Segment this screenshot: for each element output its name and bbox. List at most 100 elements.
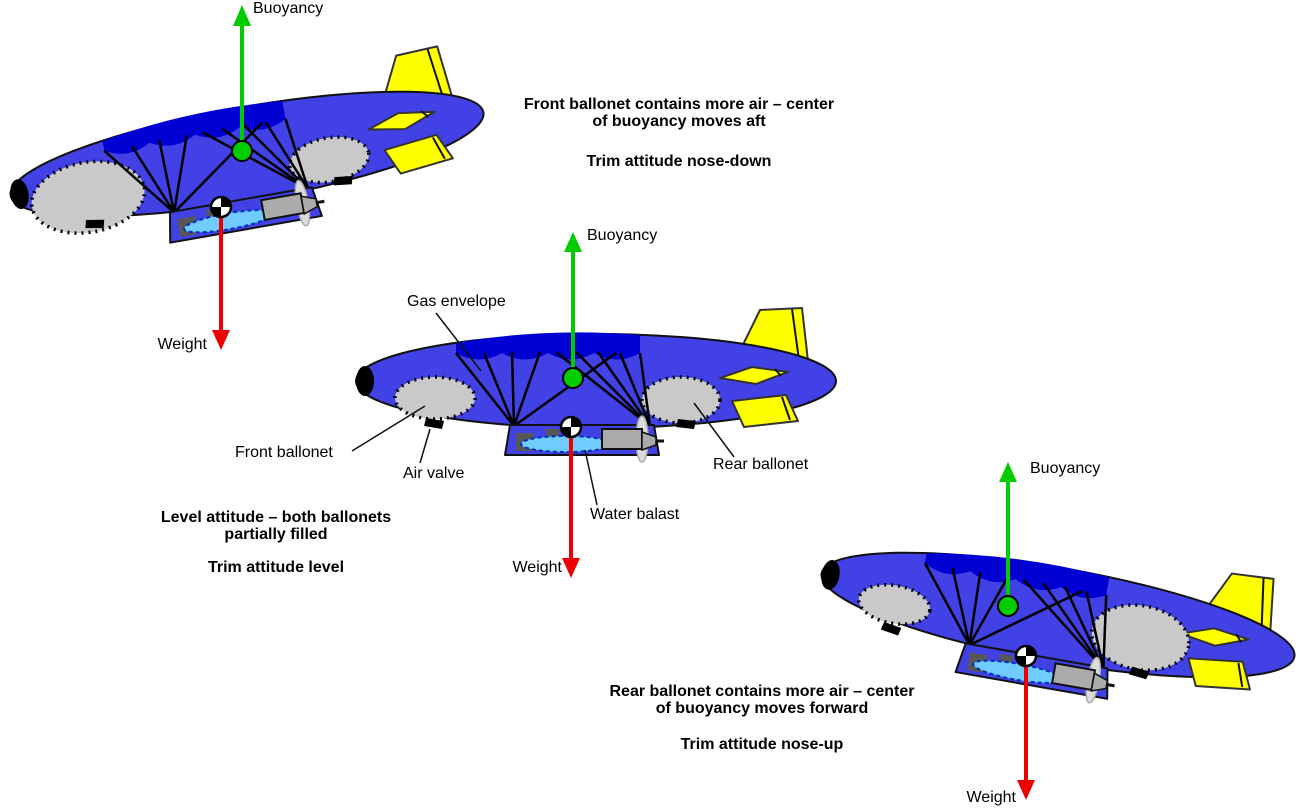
suspension-line <box>243 124 309 190</box>
blimp-nose-up <box>820 551 1296 704</box>
suspension-line <box>130 145 176 214</box>
weight-label: Weight <box>157 336 207 353</box>
suspension-line <box>923 562 971 646</box>
suspension-line <box>513 351 617 428</box>
suspension-line <box>455 352 515 427</box>
suspension-line <box>1042 582 1105 670</box>
elevator-hinge-line <box>420 110 429 118</box>
gas-envelope-label: Gas envelope <box>407 293 506 310</box>
buoyancy-label: Buoyancy <box>253 0 324 17</box>
front-ballonet <box>393 375 477 421</box>
engine <box>601 428 643 450</box>
suspension-line <box>1085 591 1105 669</box>
water-ballast-tank <box>520 435 612 453</box>
nose-cap <box>10 179 29 209</box>
front-ballonet-leader <box>351 405 426 452</box>
front-air-valve <box>85 219 105 229</box>
cg-quadrant <box>561 427 571 437</box>
suspension-line <box>158 139 176 213</box>
tail-fin-far <box>1179 627 1250 647</box>
weight-arrow-head <box>212 330 230 350</box>
cg-quadrant <box>571 417 581 427</box>
suspension-line <box>221 127 309 190</box>
rear-ballonet-label: Rear ballonet <box>713 456 809 473</box>
suspension-line <box>201 131 309 191</box>
propeller-spinner <box>1090 672 1109 692</box>
suspension-line <box>618 352 652 427</box>
cg-quadrant <box>1026 646 1036 656</box>
front-air-valve <box>880 621 902 636</box>
rudder-hinge-line <box>1260 578 1265 630</box>
rear-ballonet <box>640 375 722 425</box>
suspension-line <box>968 571 982 646</box>
elevator-hinge-line <box>781 396 791 421</box>
propeller-spinner <box>300 195 319 216</box>
suspension-line <box>1063 586 1105 670</box>
catenary-curtain <box>456 332 640 360</box>
caption-nose-down-trim: Trim attitude nose-down <box>586 153 772 170</box>
equipment-box-small <box>999 653 1014 664</box>
rudder-hinge-line <box>791 308 800 361</box>
weight-label: Weight <box>966 789 1016 806</box>
air-valve-leader <box>419 428 431 464</box>
cg-quadrant <box>1016 656 1026 666</box>
front-ballonet <box>856 582 932 626</box>
caption-nose-up: Rear ballonet contains more air – center… <box>591 683 933 717</box>
water-balast-label: Water balast <box>590 506 680 523</box>
suspension-line <box>968 576 1009 646</box>
elevator-hinge-line <box>1237 662 1244 688</box>
suspension-line <box>284 118 310 190</box>
elevator-hinge-line <box>774 368 782 377</box>
suspension-line <box>512 351 542 427</box>
suspension-line <box>264 121 310 190</box>
rudder-hinge-line <box>426 48 445 99</box>
tail-fin-near <box>1187 657 1251 691</box>
center-of-buoyancy-marker <box>231 140 253 162</box>
center-of-gravity-marker <box>559 415 583 439</box>
water-balast-leader <box>584 449 598 506</box>
caption-line: partially filled <box>224 526 328 543</box>
center-of-buoyancy-marker <box>562 367 584 389</box>
catenary-curtain <box>924 553 1110 599</box>
caption-line: of buoyancy moves forward <box>655 700 869 717</box>
caption-line: Level attitude – both ballonets <box>160 509 392 526</box>
suspension-line <box>103 149 175 214</box>
caption-level-trim: Trim attitude level <box>207 559 345 576</box>
suspension-line <box>173 122 263 214</box>
suspension-line <box>1022 578 1105 670</box>
caption-level: Level attitude – both ballonets partiall… <box>126 509 426 543</box>
gas-envelope-leader <box>435 312 482 372</box>
rear-ballonet-leader <box>693 402 735 458</box>
suspension-line <box>1102 595 1108 669</box>
caption-nose-up-trim: Trim attitude nose-up <box>680 736 844 753</box>
caption-line: Rear ballonet contains more air – center <box>609 683 915 700</box>
buoyancy-arrow-head <box>999 462 1017 482</box>
elevator-hinge-line <box>1235 633 1242 643</box>
caption-nose-down: Front ballonet contains more air – cente… <box>498 96 860 130</box>
center-of-buoyancy-marker <box>997 595 1019 617</box>
suspension-line <box>638 352 652 427</box>
buoyancy-arrow-head <box>564 232 582 252</box>
center-of-gravity-marker <box>209 195 233 219</box>
weight-label: Weight <box>512 559 562 576</box>
caption-line: Front ballonet contains more air – cente… <box>523 96 835 113</box>
nose-cap <box>821 560 840 590</box>
buoyancy-label: Buoyancy <box>587 227 658 244</box>
tail-fin-far <box>719 366 789 385</box>
nose-cap <box>356 366 374 396</box>
rear-air-valve <box>676 419 696 429</box>
suspension-line <box>510 351 516 427</box>
tail-fin-far <box>367 110 436 131</box>
tail-fin-near <box>731 394 799 428</box>
suspension-line <box>968 589 1084 647</box>
equipment-box-small <box>546 429 559 437</box>
cg-quadrant <box>221 197 231 207</box>
cg-quadrant <box>211 207 221 217</box>
rear-air-valve <box>1128 666 1150 680</box>
buoyancy-arrow-head <box>233 5 251 26</box>
elevator-hinge-line <box>432 136 446 160</box>
weight-arrow-head <box>1017 780 1035 800</box>
propeller-spinner <box>641 430 657 452</box>
suspension-line <box>951 567 971 646</box>
